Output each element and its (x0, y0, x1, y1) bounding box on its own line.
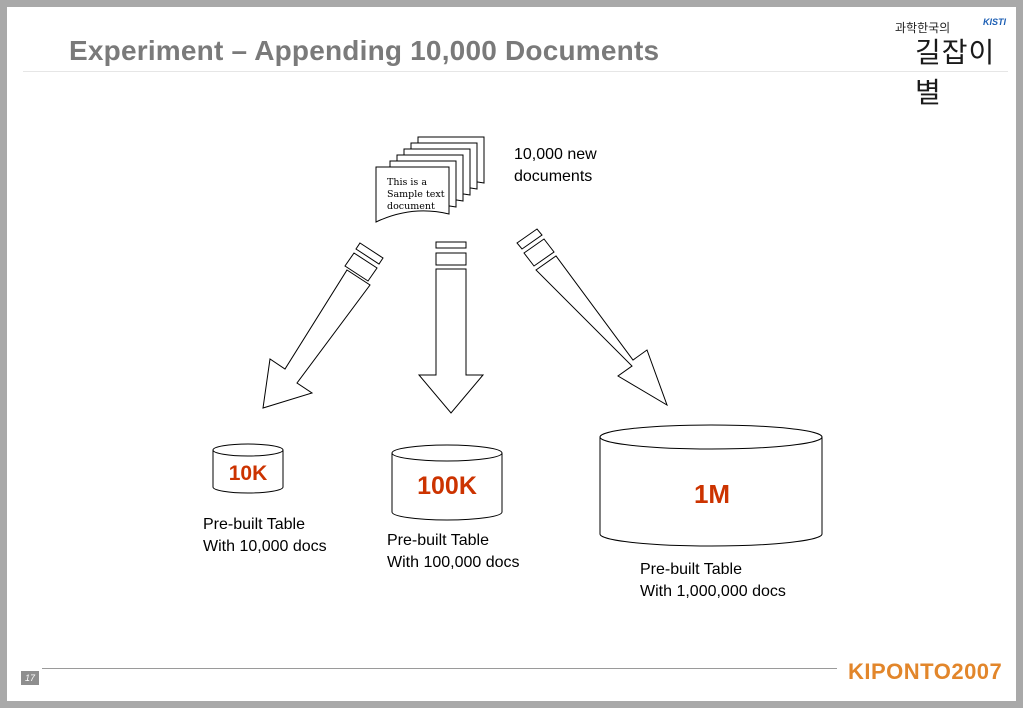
label-line: 10,000 new (514, 146, 597, 163)
kiponto-logo: KIPONTO2007 (848, 659, 1003, 684)
arrow-tail-stripe (355, 242, 384, 265)
table-cylinder-1m (599, 424, 823, 547)
table-caption-1m: Pre-built Table With 1,000,000 docs (640, 559, 786, 603)
arrow-body (535, 255, 668, 407)
caption-line: Pre-built Table (640, 561, 742, 578)
document-stack-icon: This is a Sample text document (375, 136, 485, 223)
logo-badge: KISTI (983, 17, 1007, 27)
table-caption-10k: Pre-built Table With 10,000 docs (203, 514, 327, 558)
caption-line: With 100,000 docs (387, 554, 520, 571)
caption-line: Pre-built Table (387, 532, 489, 549)
table-size-label: 100K (417, 472, 477, 500)
caption-line: Pre-built Table (203, 516, 305, 533)
title-divider (23, 71, 1008, 72)
logo-big-text: 길잡이별 (915, 36, 996, 109)
slide: Experiment – Appending 10,000 Documents … (7, 7, 1016, 701)
slide-title: Experiment – Appending 10,000 Documents (69, 35, 660, 66)
arrow-to-100k (417, 241, 485, 414)
arrow-tail-stripe (435, 252, 467, 266)
new-documents-label: 10,000 new documents (514, 144, 597, 188)
arrow-tail-stripe (344, 252, 378, 282)
arrow-to-1m (516, 228, 668, 407)
doc-text-line: document (387, 201, 435, 212)
arrow-tail-stripe (523, 238, 555, 267)
table-cylinder-100k (391, 444, 503, 521)
diagram-canvas: This is a Sample text document (212, 136, 823, 547)
arrow-body (417, 268, 485, 414)
doc-text-line: Sample text (387, 189, 445, 200)
arrow-body (262, 269, 371, 409)
table-size-label: 1M (694, 479, 730, 509)
page-number: 17 (21, 671, 39, 685)
arrow-tail-stripe (435, 241, 467, 249)
caption-line: With 10,000 docs (203, 538, 327, 555)
arrow-tail-stripe (516, 228, 543, 250)
doc-sheet-front (375, 166, 450, 223)
table-size-label: 10K (229, 462, 268, 485)
table-cylinder-10k (212, 443, 284, 494)
label-line: documents (514, 168, 593, 185)
logo-small-text: 과학한국의 (895, 21, 951, 35)
caption-line: With 1,000,000 docs (640, 583, 786, 600)
arrow-to-10k (262, 242, 384, 409)
doc-text-line: This is a (387, 177, 427, 188)
footer-divider (42, 668, 837, 669)
table-caption-100k: Pre-built Table With 100,000 docs (387, 530, 520, 574)
